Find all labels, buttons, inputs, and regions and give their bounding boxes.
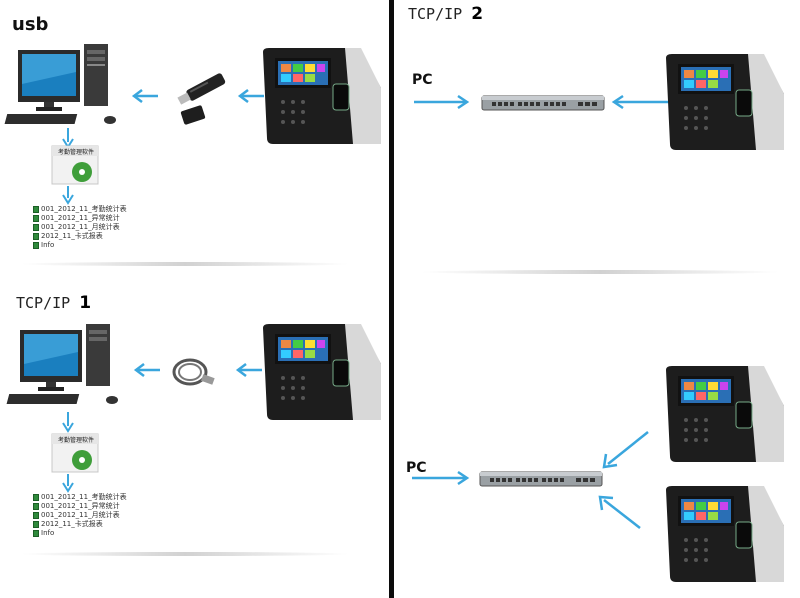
tcp1-title: TCP/IP 1: [16, 293, 92, 313]
list-item[interactable]: 001_2012_11_考勤统计表: [33, 493, 127, 502]
spreadsheet-icon: [33, 224, 39, 231]
computer-icon: [4, 44, 116, 124]
software-name: 考勤管理软件: [58, 149, 95, 156]
arrow-down-icon: [62, 474, 74, 493]
list-item[interactable]: Info: [33, 241, 127, 250]
spreadsheet-icon: [33, 503, 39, 510]
arrow-left-icon: [235, 363, 262, 377]
fingerprint-terminal-icon: [666, 54, 784, 150]
arrow-left-icon: [133, 363, 160, 377]
fingerprint-terminal-icon: [666, 486, 784, 582]
computer-icon: [6, 324, 118, 404]
panel-divider: [389, 0, 394, 598]
network-cable-icon: [172, 358, 215, 386]
arrow-down-icon: [62, 412, 74, 433]
list-item[interactable]: 001_2012_11_异常统计: [33, 502, 127, 511]
arrow-left-icon: [237, 89, 264, 103]
arrow-diagonal-icon: [602, 431, 649, 469]
list-item[interactable]: 2012_11_卡式报表: [33, 232, 127, 241]
arrow-right-icon: [412, 470, 470, 486]
arrow-down-icon: [62, 128, 74, 149]
spreadsheet-icon: [33, 206, 39, 213]
list-item[interactable]: 001_2012_11_异常统计: [33, 214, 127, 223]
list-item[interactable]: Info: [33, 529, 127, 538]
usb-stick-icon: [177, 73, 226, 125]
panel-shadow: [20, 262, 350, 266]
fingerprint-terminal-icon: [666, 366, 784, 462]
list-item[interactable]: 001_2012_11_考勤统计表: [33, 205, 127, 214]
tcp2-title: TCP/IP 2: [408, 4, 484, 24]
fingerprint-terminal-icon: [263, 48, 381, 144]
fingerprint-terminal-icon: [263, 324, 381, 420]
panel-shadow: [420, 270, 780, 274]
software-name: 考勤管理软件: [58, 437, 95, 444]
arrow-left-icon: [131, 89, 158, 103]
list-item[interactable]: 2012_11_卡式报表: [33, 520, 127, 529]
panel-shadow: [20, 552, 350, 556]
spreadsheet-icon: [33, 215, 39, 222]
spreadsheet-icon: [33, 233, 39, 240]
file-list: 001_2012_11_考勤统计表 001_2012_11_异常统计 001_2…: [33, 205, 127, 250]
spreadsheet-icon: [33, 512, 39, 519]
spreadsheet-icon: [33, 530, 39, 537]
arrow-down-icon: [62, 186, 74, 205]
list-item[interactable]: 001_2012_11_月统计表: [33, 223, 127, 232]
network-switch-icon: [479, 471, 603, 487]
list-item[interactable]: 001_2012_11_月统计表: [33, 511, 127, 520]
pc-label: PC: [406, 460, 427, 476]
arrow-diagonal-icon: [598, 495, 641, 529]
pc-label: PC: [412, 72, 433, 88]
spreadsheet-icon: [33, 494, 39, 501]
arrow-left-icon: [611, 94, 670, 110]
software-box-icon: [51, 145, 99, 185]
file-list: 001_2012_11_考勤统计表 001_2012_11_异常统计 001_2…: [33, 493, 127, 538]
spreadsheet-icon: [33, 521, 39, 528]
software-box-icon: [51, 433, 99, 473]
arrow-right-icon: [414, 94, 470, 110]
spreadsheet-icon: [33, 242, 39, 249]
usb-title: usb: [12, 14, 49, 35]
network-switch-icon: [481, 95, 605, 111]
